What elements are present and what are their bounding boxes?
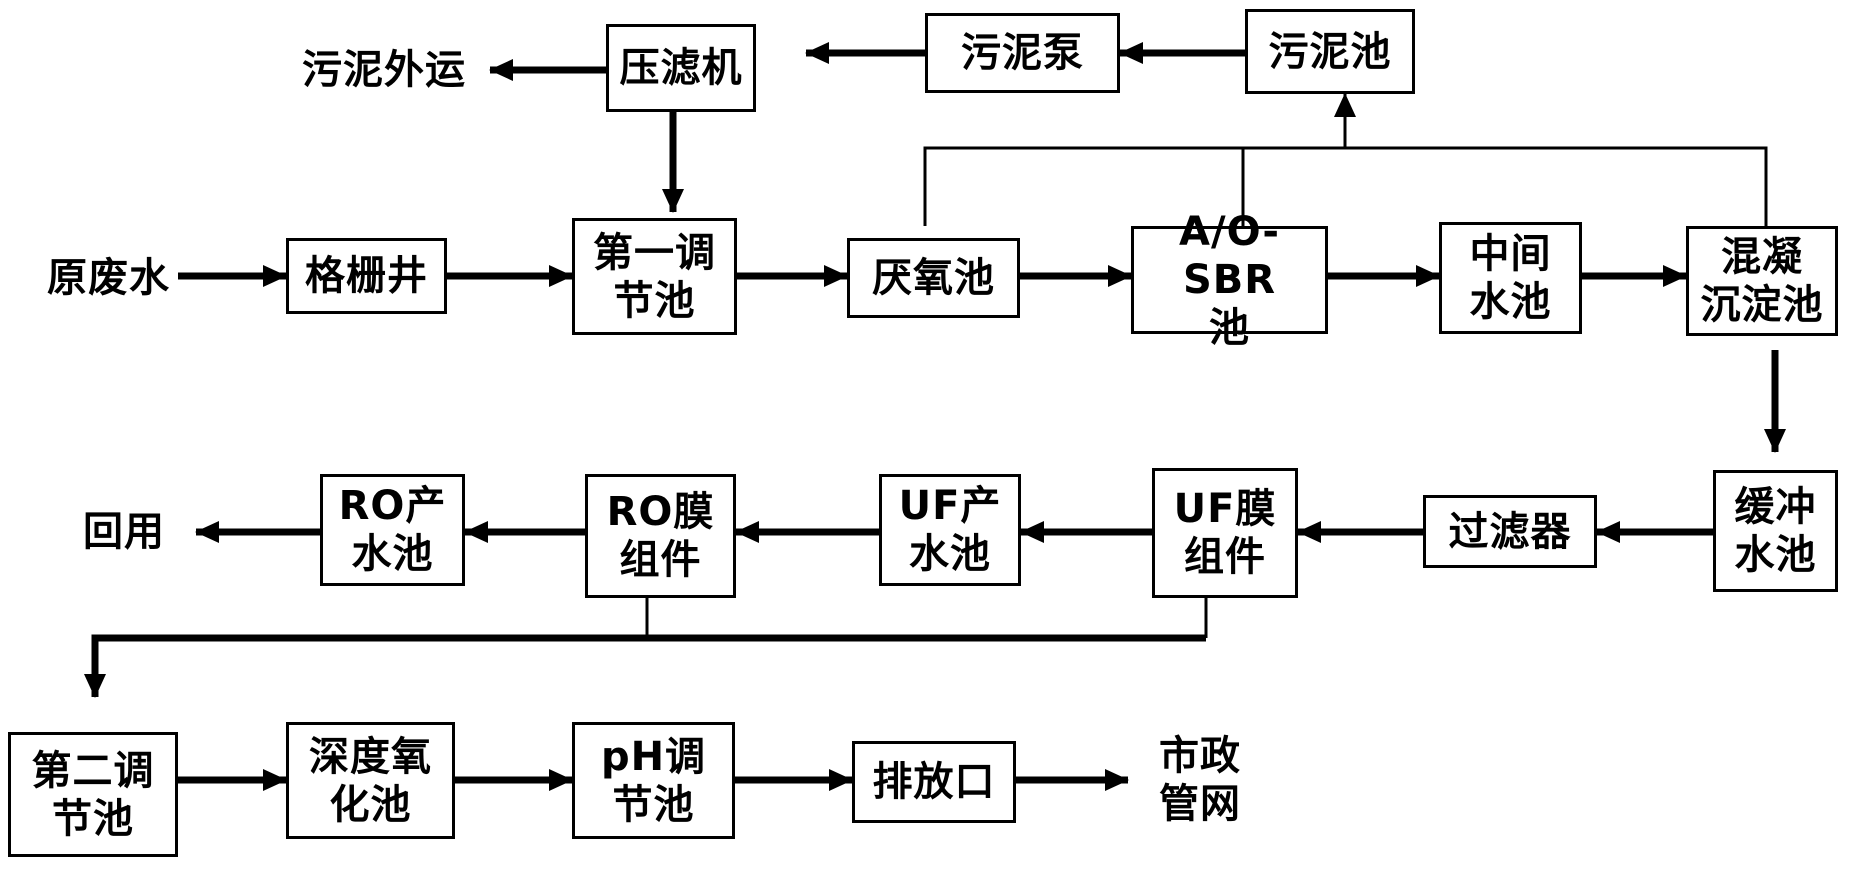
grille-well-node: 格栅井 — [286, 238, 447, 314]
ro-module-node: RO膜 组件 — [585, 474, 736, 598]
deep-oxidation-tank-node: 深度氧 化池 — [286, 722, 455, 839]
filter-node: 过滤器 — [1423, 495, 1597, 568]
second-regulating-tank-node: 第二调 节池 — [8, 732, 178, 857]
first-regulating-tank-node: 第一调 节池 — [572, 218, 737, 335]
uf-module-node: UF膜 组件 — [1152, 468, 1298, 598]
concentrate-collection-line — [91, 634, 1206, 674]
intermediate-tank-node: 中间 水池 — [1439, 222, 1582, 334]
reuse-label: 回用 — [83, 509, 165, 555]
raw-wastewater-label: 原废水 — [47, 255, 170, 301]
uf-product-tank-node: UF产 水池 — [879, 474, 1021, 586]
coagulation-tank-node: 混凝 沉淀池 — [1686, 226, 1838, 336]
filter-press-node: 压滤机 — [606, 24, 756, 112]
buffer-tank-node: 缓冲 水池 — [1713, 470, 1838, 592]
ph-regulating-tank-node: pH调 节池 — [572, 722, 735, 839]
sludge-pump-node: 污泥泵 — [925, 13, 1120, 93]
discharge-outlet-node: 排放口 — [852, 741, 1016, 823]
sludge-collection-line — [923, 146, 1768, 226]
sludge-tank-node: 污泥池 — [1245, 9, 1415, 94]
ao-sbr-tank-node: A/O-SBR 池 — [1131, 209, 1328, 351]
anaerobic-tank-node: 厌氧池 — [847, 238, 1020, 318]
municipal-pipe-label: 市政 管网 — [1159, 733, 1241, 827]
sludge-export-label: 污泥外运 — [302, 47, 466, 93]
ro-product-tank-node: RO产 水池 — [320, 474, 465, 586]
